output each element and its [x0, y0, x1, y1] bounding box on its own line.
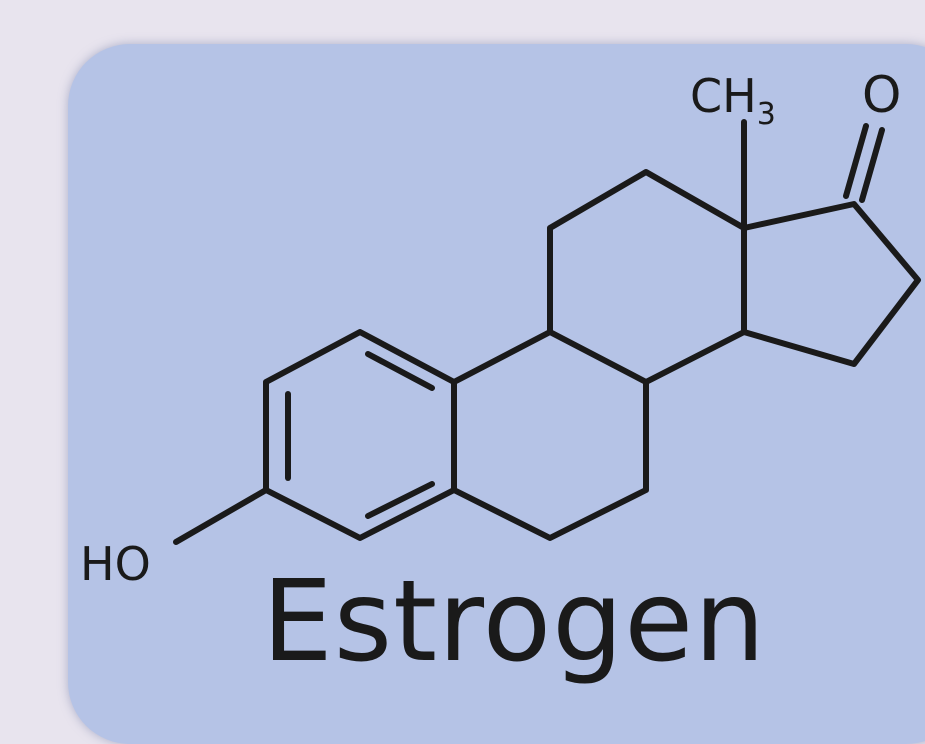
ring-d-bonds: [741, 201, 921, 367]
molecule-caption: Estrogen: [262, 557, 767, 687]
hydroxyl-label: HO: [80, 537, 151, 591]
ring-a-double-bond-top: [365, 351, 435, 391]
ring-a-aromatic: [263, 329, 457, 541]
ring-c-bonds: [547, 169, 747, 385]
methyl-label-base: CH: [690, 69, 757, 123]
molecule-card: [68, 44, 925, 744]
carbonyl-bond-1: [843, 123, 869, 199]
ring-b-bonds: [451, 329, 649, 541]
estrogen-structure-diagram: HO CH3 O: [80, 66, 921, 591]
ring-a-double-bond-bottom: [365, 481, 435, 519]
methyl-label-subscript: 3: [757, 97, 776, 132]
methyl-label: CH3: [690, 69, 776, 132]
ring-a-bonds: [263, 329, 457, 541]
hydroxyl-bond: [173, 487, 269, 545]
carbonyl-bond-2: [859, 127, 885, 203]
carbonyl-oxygen-label: O: [862, 66, 901, 124]
